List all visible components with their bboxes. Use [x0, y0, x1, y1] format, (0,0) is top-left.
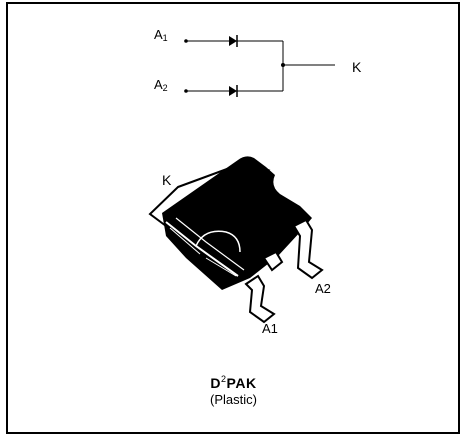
junction-dot	[281, 63, 285, 67]
package-name: D2PAK	[210, 374, 257, 391]
package-body	[162, 156, 312, 290]
lead-a1-label: A1	[262, 321, 278, 336]
lead-centre	[262, 250, 284, 272]
diode-1-symbol	[229, 35, 238, 47]
anode1-label: A1	[154, 27, 168, 43]
tab-cathode-label: K	[162, 172, 172, 188]
molding-mark	[195, 230, 241, 253]
cathode-label: K	[352, 59, 362, 75]
package-drawing: K A2 A1	[148, 156, 331, 336]
anode2-terminal	[184, 89, 188, 93]
diode-2-symbol	[229, 85, 238, 97]
anode2-label: A2	[154, 77, 168, 93]
package-type: (Plastic)	[210, 392, 257, 407]
lead-a1	[244, 274, 276, 324]
anode1-terminal	[184, 39, 188, 43]
lead-a2-label: A2	[315, 281, 331, 296]
schematic: A1 A2 K	[154, 27, 362, 97]
lead-a2	[292, 218, 324, 280]
